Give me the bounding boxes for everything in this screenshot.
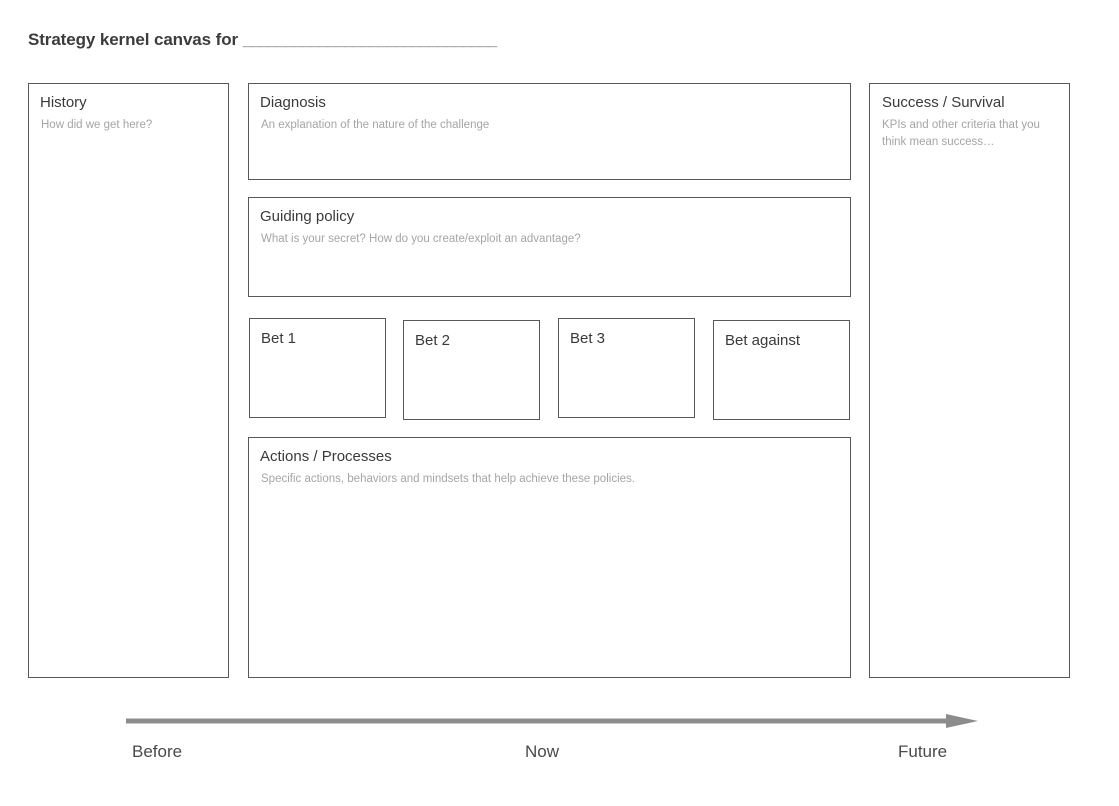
bet-against-box-label: Bet against xyxy=(725,332,801,349)
bet-box-2-label: Bet 2 xyxy=(415,332,451,349)
actions-processes-panel[interactable]: Actions / Processes Specific actions, be… xyxy=(248,437,851,678)
page-title: Strategy kernel canvas for _____________… xyxy=(28,30,498,50)
history-panel-subtitle: How did we get here? xyxy=(41,119,153,131)
timeline-arrow-icon xyxy=(126,712,978,734)
bet-box-3-label: Bet 3 xyxy=(570,330,606,347)
guiding-policy-panel-title: Guiding policy xyxy=(260,208,355,225)
timeline-label-now: Now xyxy=(525,742,560,761)
guiding-policy-panel-subtitle: What is your secret? How do you create/e… xyxy=(261,233,581,245)
success-survival-panel-subtitle: KPIs and other criteria that you think m… xyxy=(882,119,1040,148)
bet-box-1-label: Bet 1 xyxy=(261,330,297,347)
bet-against-box[interactable]: Bet against xyxy=(713,320,850,420)
diagnosis-panel[interactable]: Diagnosis An explanation of the nature o… xyxy=(248,83,851,180)
guiding-policy-panel[interactable]: Guiding policy What is your secret? How … xyxy=(248,197,851,297)
bet-box-2[interactable]: Bet 2 xyxy=(403,320,540,420)
page-title-blank-line: ______________________________ xyxy=(242,30,498,49)
actions-processes-panel-subtitle: Specific actions, behaviors and mindsets… xyxy=(261,473,635,485)
history-panel-title: History xyxy=(40,94,87,111)
history-panel[interactable]: History How did we get here? xyxy=(28,83,229,678)
timeline-label-before: Before xyxy=(132,742,183,761)
timeline-label-future: Future xyxy=(898,742,948,761)
bet-box-1[interactable]: Bet 1 xyxy=(249,318,386,418)
diagnosis-panel-subtitle: An explanation of the nature of the chal… xyxy=(261,119,490,131)
actions-processes-panel-title: Actions / Processes xyxy=(260,448,392,465)
bet-box-3[interactable]: Bet 3 xyxy=(558,318,695,418)
diagnosis-panel-title: Diagnosis xyxy=(260,94,326,111)
success-survival-panel[interactable]: Success / Survival KPIs and other criter… xyxy=(869,83,1070,678)
success-survival-panel-title: Success / Survival xyxy=(882,94,1005,111)
page-title-text: Strategy kernel canvas for xyxy=(28,30,238,49)
